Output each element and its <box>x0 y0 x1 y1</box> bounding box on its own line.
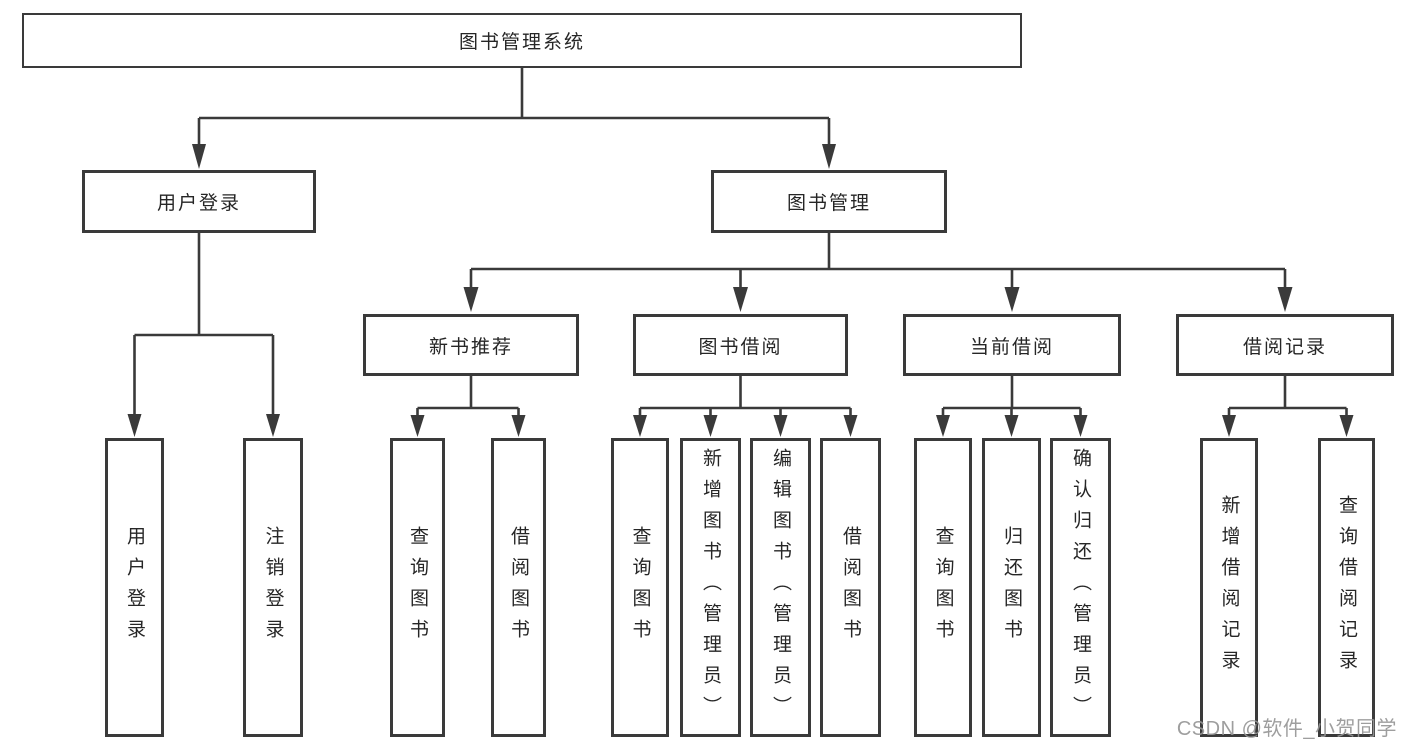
arrow-down-icon <box>192 144 206 169</box>
node-book-borrow: 图书借阅 <box>633 314 848 376</box>
node-current-borrow: 当前借阅 <box>903 314 1121 376</box>
leaf-cb-return-book: 归还图书 <box>982 438 1041 737</box>
connector-group-level3-leaves <box>416 376 1348 416</box>
arrowheads-level3 <box>463 287 1293 312</box>
leaf-nb-query-book: 查询图书 <box>390 438 445 737</box>
connector-group-user-login <box>133 233 275 416</box>
arrow-down-icon <box>843 415 858 437</box>
node-book-borrow-label: 图书借阅 <box>698 336 783 358</box>
leaf-cb-query-book: 查询图书 <box>914 438 972 737</box>
leaf-nb-query-book-label: 查询图书 <box>407 525 428 650</box>
leaf-br-add-record: 新增借阅记录 <box>1200 438 1258 737</box>
leaf-br-query-record-label: 查询借阅记录 <box>1336 494 1357 681</box>
leaf-bb-add-book-admin: 新增图书（管理员） <box>680 438 741 737</box>
arrow-down-icon <box>1004 415 1019 437</box>
arrow-down-icon <box>463 287 479 312</box>
leaf-logout: 注销登录 <box>243 438 303 737</box>
arrow-down-icon <box>410 415 425 437</box>
leaf-logout-label: 注销登录 <box>262 525 284 650</box>
arrow-down-icon <box>1073 415 1088 437</box>
node-book-management: 图书管理 <box>711 170 947 233</box>
node-root-label: 图书管理系统 <box>458 32 585 53</box>
leaf-nb-borrow-book: 借阅图书 <box>491 438 546 737</box>
leaf-bb-borrow-book: 借阅图书 <box>820 438 881 737</box>
node-borrow-records-label: 借阅记录 <box>1242 336 1327 358</box>
node-root: 图书管理系统 <box>22 13 1022 68</box>
arrow-down-icon <box>1004 287 1020 312</box>
leaf-cb-confirm-return-admin-label: 确认归还（管理员） <box>1070 448 1091 727</box>
arrow-down-icon <box>633 415 647 437</box>
node-current-borrow-label: 当前借阅 <box>969 336 1054 358</box>
leaf-nb-borrow-book-label: 借阅图书 <box>508 525 529 650</box>
connector-group-root <box>197 68 831 146</box>
leaf-bb-add-book-admin-label: 新增图书（管理员） <box>700 448 721 727</box>
node-user-login-label: 用户登录 <box>156 193 241 214</box>
leaf-user-login: 用户登录 <box>105 438 164 737</box>
arrow-down-icon <box>733 287 748 312</box>
arrow-down-icon <box>1222 415 1236 437</box>
watermark: CSDN @软件_小贺同学 <box>1176 718 1397 740</box>
node-new-book-recommend-label: 新书推荐 <box>428 336 513 358</box>
arrow-down-icon <box>703 415 718 437</box>
leaf-bb-borrow-book-label: 借阅图书 <box>840 525 861 650</box>
connector-group-book-management <box>469 233 1287 289</box>
leaf-cb-return-book-label: 归还图书 <box>1001 525 1022 650</box>
arrow-down-icon <box>1277 287 1293 312</box>
arrow-down-icon <box>511 415 526 437</box>
arrowheads-user-login <box>127 414 280 437</box>
arrowheads-level2 <box>192 144 836 169</box>
leaf-br-add-record-label: 新增借阅记录 <box>1218 494 1240 681</box>
node-new-book-recommend: 新书推荐 <box>363 314 579 376</box>
leaf-bb-edit-book-admin-label: 编辑图书（管理员） <box>770 448 791 727</box>
leaf-br-query-record: 查询借阅记录 <box>1318 438 1375 737</box>
arrow-down-icon <box>127 414 142 437</box>
node-user-login: 用户登录 <box>82 170 316 233</box>
leaf-cb-query-book-label: 查询图书 <box>932 525 954 650</box>
leaf-bb-query-book-label: 查询图书 <box>629 525 651 650</box>
arrow-down-icon <box>773 415 788 437</box>
arrow-down-icon <box>936 415 950 437</box>
leaf-bb-edit-book-admin: 编辑图书（管理员） <box>750 438 811 737</box>
leaf-user-login-label: 用户登录 <box>124 525 145 650</box>
leaf-bb-query-book: 查询图书 <box>611 438 669 737</box>
node-borrow-records: 借阅记录 <box>1176 314 1394 376</box>
arrow-down-icon <box>822 144 836 169</box>
node-book-management-label: 图书管理 <box>786 193 871 214</box>
leaf-cb-confirm-return-admin: 确认归还（管理员） <box>1050 438 1111 737</box>
arrow-down-icon <box>266 414 280 437</box>
arrowheads-leaves <box>410 415 1354 437</box>
arrow-down-icon <box>1339 415 1354 437</box>
